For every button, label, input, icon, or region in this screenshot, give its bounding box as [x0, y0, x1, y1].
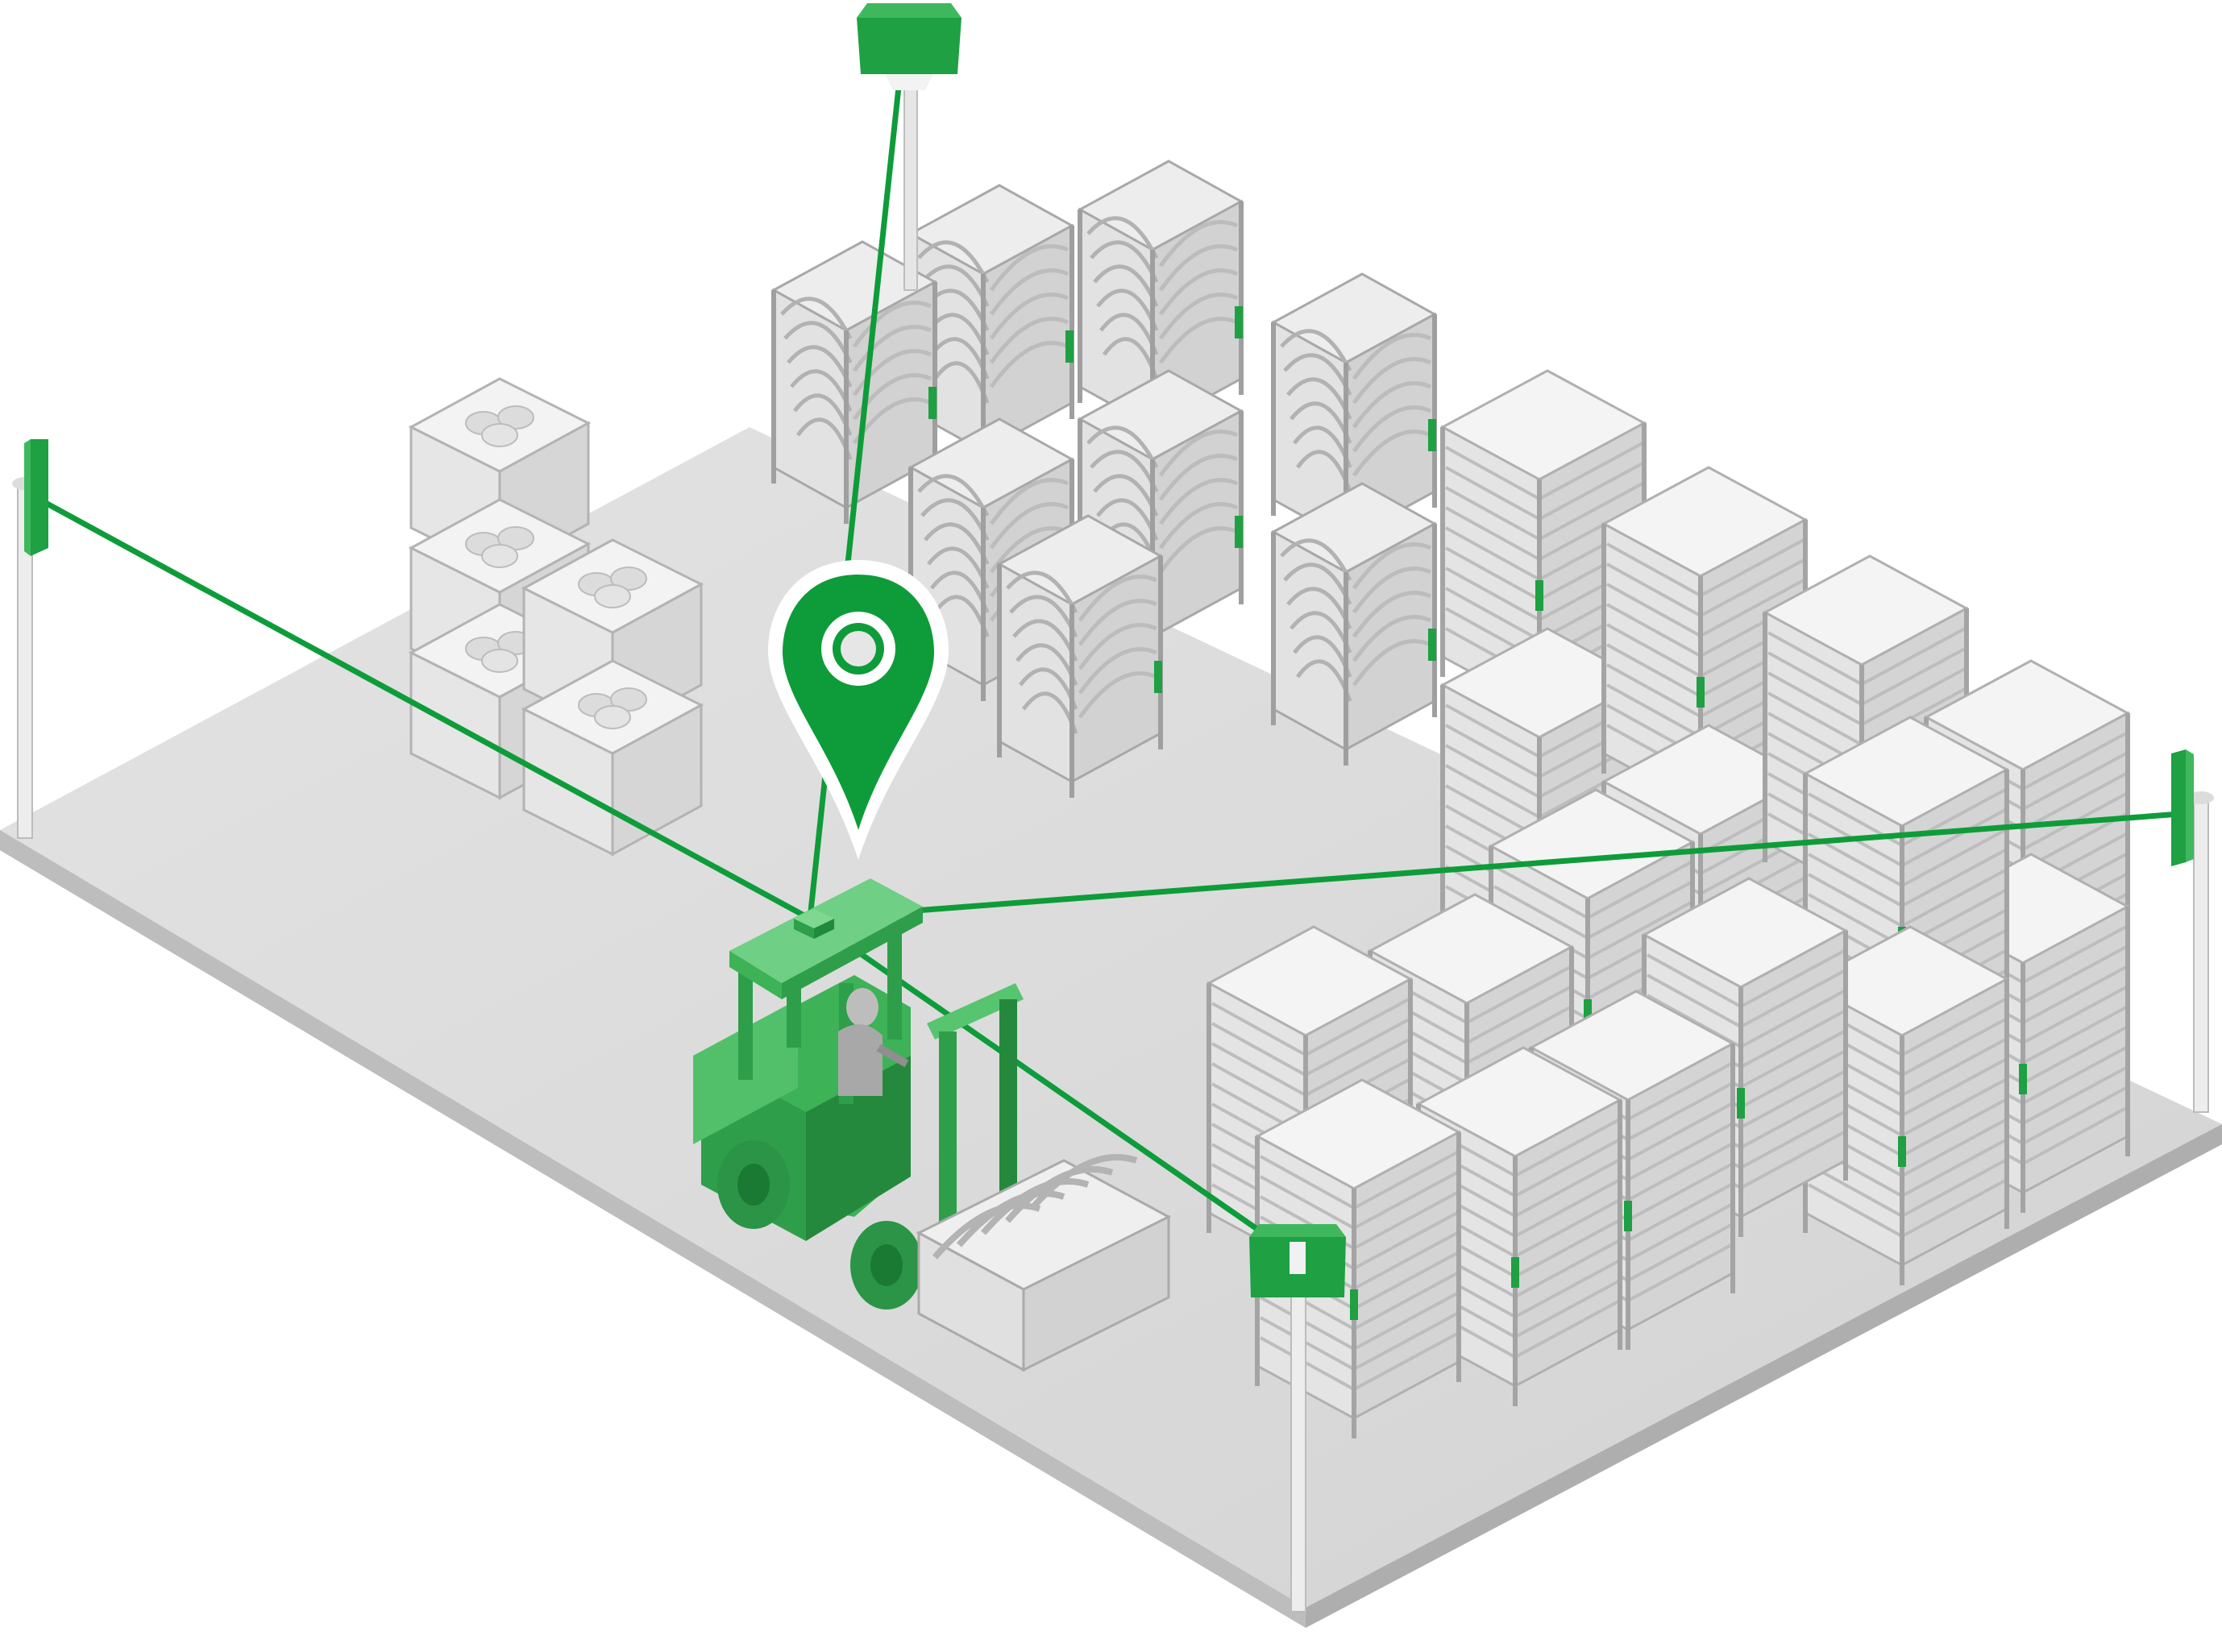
anchor-front	[1249, 1224, 1346, 1613]
uwb-anchor-icon	[857, 3, 961, 90]
signal-line-right	[809, 811, 2181, 922]
anchor-right	[2171, 749, 2214, 1113]
anchor-left	[12, 439, 48, 839]
signal-line-left	[31, 492, 812, 922]
uwb-anchor-icon	[2171, 749, 2194, 866]
forklift-icon	[693, 878, 1172, 1372]
map-pin-icon	[768, 560, 949, 860]
uwb-anchor-icon	[1249, 1224, 1346, 1297]
forklift-operator	[838, 988, 909, 1096]
uwb-anchor-icon	[24, 439, 48, 556]
anchor-top	[857, 3, 961, 291]
carried-tray-rack	[916, 1154, 1172, 1372]
tracking-tag-icon	[794, 909, 834, 939]
